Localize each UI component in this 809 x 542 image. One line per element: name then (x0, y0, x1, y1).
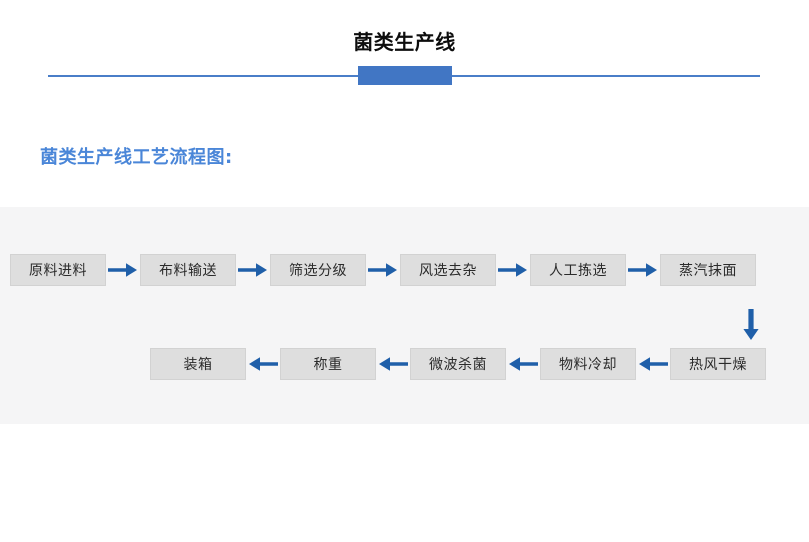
section-heading: 菌类生产线工艺流程图: (40, 147, 233, 168)
arrow-right-icon (366, 254, 400, 286)
arrow-right-icon (626, 254, 660, 286)
flow-row-2: 装箱 称重 微波杀菌 物料冷却 热风干燥 (0, 347, 809, 381)
process-flow-panel: 原料进料 布料输送 筛选分级 风选去杂 人工拣选 (0, 207, 809, 424)
title-divider (0, 66, 809, 88)
arrow-left-icon (246, 348, 280, 380)
arrow-down-icon (735, 307, 767, 343)
flow-node[interactable]: 人工拣选 (530, 254, 626, 286)
flow-row-1: 原料进料 布料输送 筛选分级 风选去杂 人工拣选 (0, 253, 809, 287)
arrow-left-icon (376, 348, 410, 380)
flow-node[interactable]: 热风干燥 (670, 348, 766, 380)
title-divider-accent-block (358, 66, 452, 85)
flow-node[interactable]: 筛选分级 (270, 254, 366, 286)
flow-node[interactable]: 微波杀菌 (410, 348, 506, 380)
arrow-left-icon (506, 348, 540, 380)
arrow-right-icon (236, 254, 270, 286)
arrow-right-icon (106, 254, 140, 286)
flow-node[interactable]: 蒸汽抹面 (660, 254, 756, 286)
arrow-right-icon (496, 254, 530, 286)
page-title: 菌类生产线 (353, 30, 456, 54)
flow-node[interactable]: 风选去杂 (400, 254, 496, 286)
flow-node[interactable]: 布料输送 (140, 254, 236, 286)
flow-node[interactable]: 装箱 (150, 348, 246, 380)
flow-node[interactable]: 物料冷却 (540, 348, 636, 380)
flow-node[interactable]: 原料进料 (10, 254, 106, 286)
flow-node[interactable]: 称重 (280, 348, 376, 380)
arrow-left-icon (636, 348, 670, 380)
